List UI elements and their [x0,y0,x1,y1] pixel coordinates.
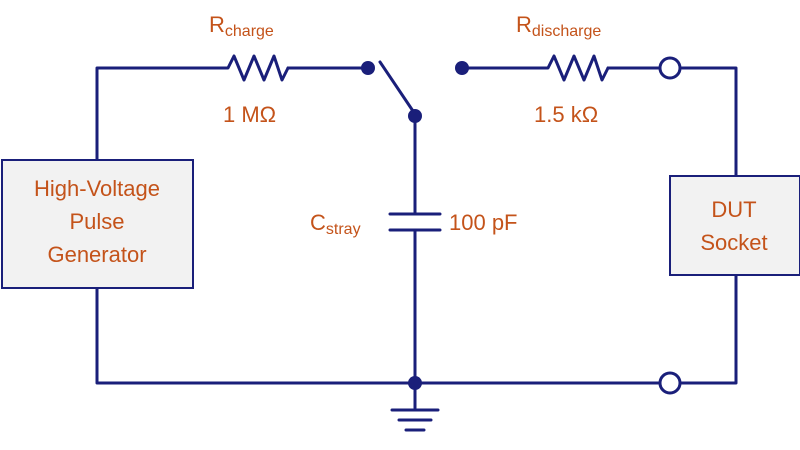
capacitor-icon [388,212,442,232]
generator-block: High-Voltage Pulse Generator [1,159,194,289]
r-charge-value: 1 MΩ [223,102,276,127]
c-stray-value: 100 pF [449,210,518,235]
dut-terminal-top [658,56,682,80]
resistor-icon [540,54,610,82]
dut-terminal-bottom [658,371,682,395]
switch-icon [361,60,469,123]
r-discharge-label: Rdischarge [516,12,601,40]
r-discharge-value: 1.5 kΩ [534,102,598,127]
generator-label-line3: Generator [47,242,146,267]
generator-label-line1: High-Voltage [34,176,160,201]
ground-icon [390,381,440,432]
dut-socket-block: DUT Socket [669,175,800,276]
dut-label-line2: Socket [700,230,767,255]
r-charge-label: Rcharge [209,12,274,40]
wire-terminal-top-to-dut [679,66,738,178]
wire-generator-bottom [95,286,417,385]
generator-label-line2: Pulse [69,209,124,234]
resistor-icon [220,54,290,82]
wire-terminal-bottom-to-dut [679,273,738,385]
dut-label-line1: DUT [711,197,756,222]
c-stray-label: Cstray [310,210,361,238]
wire-generator-top [95,66,224,162]
